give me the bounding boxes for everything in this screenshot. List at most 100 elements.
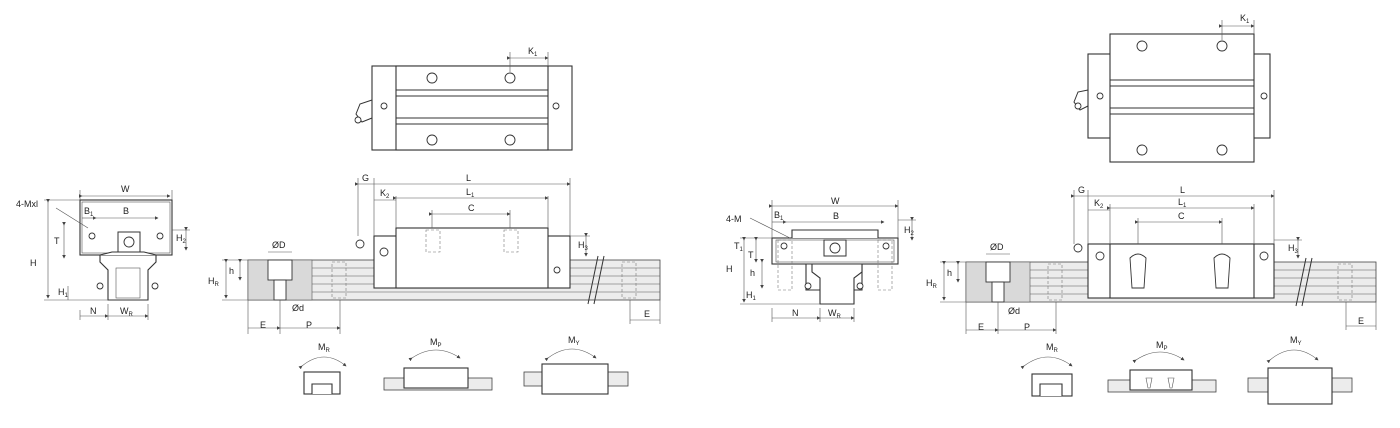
r-moment-mr-sub: R — [1054, 348, 1059, 354]
dim-b1-sub: 1 — [90, 212, 94, 218]
dim-k1: K1 — [528, 46, 538, 58]
dim-l1: L1 — [466, 187, 475, 199]
r-dim-t1: T1 — [734, 241, 744, 253]
left-moment-icons: MR MP MY — [298, 335, 629, 395]
dim-h3-sub: 3 — [585, 246, 589, 252]
dim-wr-main: W — [120, 306, 129, 316]
right-side-view: G L K2 L1 C H3 ØD h HR Ød E P E — [926, 185, 1377, 334]
right-top-view: K1 — [1073, 13, 1271, 163]
r-moment-mp: MP — [1156, 340, 1168, 352]
r-dim-h3: H3 — [1288, 243, 1299, 255]
r-dim-k1-main: K — [1240, 13, 1246, 23]
r-moment-mp-main: M — [1156, 340, 1164, 350]
r-moment-my: MY — [1290, 335, 1302, 347]
r-dim-c: C — [1178, 211, 1185, 221]
r-moment-mr-main: M — [1046, 342, 1054, 352]
right-moment-icons: MR MP MY — [1020, 335, 1353, 405]
moment-my-sub: Y — [576, 341, 580, 347]
r-dim-k1: K1 — [1240, 13, 1250, 25]
r-dim-wr-sub: R — [837, 314, 842, 320]
dim-k1-main: K — [528, 46, 534, 56]
r-dim-h1-sub: 1 — [753, 296, 757, 302]
left-top-view: K1 — [354, 46, 573, 151]
r-dim-h3-main: H — [1288, 243, 1295, 253]
right-front-view: W B1 B 4-M T1 T h H H1 H2 N WR — [726, 196, 916, 322]
moment-mp: MP — [430, 337, 442, 349]
r-dim-l1-sub: 1 — [1183, 203, 1187, 209]
moment-mr: MR — [318, 342, 331, 354]
r-dim-hr-main: H — [926, 278, 933, 288]
dim-hr-sub: R — [215, 282, 220, 288]
dim-l1-sub: 1 — [471, 193, 475, 199]
left-side-view: G L K2 L1 C H3 ØD h HR Ød E P E — [208, 173, 661, 334]
dim-b1: B1 — [84, 206, 94, 218]
r-dim-n: N — [792, 308, 799, 318]
dim-od-small: Ød — [292, 303, 304, 313]
r-dim-l1: L1 — [1178, 197, 1187, 209]
dim-h1: H1 — [58, 287, 69, 299]
moment-my-main: M — [568, 335, 576, 345]
r-dim-b1: B1 — [774, 210, 784, 222]
r-dim-k2: K2 — [1094, 198, 1104, 210]
dim-h1-sub: 1 — [65, 293, 69, 299]
dim-g: G — [362, 173, 369, 183]
dim-h2-sub: 2 — [183, 239, 187, 245]
dim-e: E — [260, 320, 266, 330]
dim-wr: WR — [120, 306, 134, 318]
r-dim-wr-main: W — [828, 308, 837, 318]
r-dim-h2: H2 — [904, 225, 915, 237]
r-dim-w: W — [831, 196, 840, 206]
dim-b1-main: B — [84, 206, 90, 216]
r-dim-hr: HR — [926, 278, 938, 290]
dim-k2: K2 — [380, 188, 390, 200]
r-dim-t: T — [748, 250, 754, 260]
dim-h-rail: h — [229, 266, 234, 276]
dim-b: B — [123, 206, 129, 216]
dim-hr-main: H — [208, 276, 215, 286]
moment-mp-sub: P — [438, 343, 442, 349]
dim-h: H — [30, 258, 37, 268]
left-front-view: W B1 B 4-Mxl T H H1 H2 N WR — [16, 184, 190, 320]
dim-l: L — [466, 173, 471, 183]
dim-l1-main: L — [466, 187, 471, 197]
dim-h3: H3 — [578, 240, 589, 252]
dim-h2: H2 — [176, 233, 187, 245]
mount-thread-label: 4-Mxl — [16, 199, 38, 209]
left-drawing-set: W B1 B 4-Mxl T H H1 H2 N WR — [16, 46, 661, 395]
r-moment-mr: MR — [1046, 342, 1059, 354]
r-dim-hr-sub: R — [933, 284, 938, 290]
dim-k2-main: K — [380, 188, 386, 198]
dim-c: C — [468, 203, 475, 213]
r-dim-b: B — [833, 211, 839, 221]
r-dim-h-rail: h — [947, 268, 952, 278]
r-dim-b1-sub: 1 — [780, 216, 784, 222]
dim-p: P — [306, 320, 312, 330]
moment-mp-main: M — [430, 337, 438, 347]
r-dim-l: L — [1180, 185, 1185, 195]
dim-h1-main: H — [58, 287, 65, 297]
r-moment-mp-sub: P — [1164, 346, 1168, 352]
moment-mr-sub: R — [326, 348, 331, 354]
r-dim-h2-sub: 2 — [911, 231, 915, 237]
r-moment-my-sub: Y — [1298, 341, 1302, 347]
r-dim-od-small: Ød — [1008, 306, 1020, 316]
r-mount-thread-label: 4-M — [726, 214, 742, 224]
dim-od: ØD — [272, 240, 286, 250]
r-dim-t1-main: T — [734, 241, 740, 251]
r-dim-l1-main: L — [1178, 197, 1183, 207]
moment-my: MY — [568, 335, 580, 347]
dim-k1-sub: 1 — [534, 52, 538, 58]
dim-t: T — [54, 236, 60, 246]
dim-hr: HR — [208, 276, 220, 288]
r-dim-k2-sub: 2 — [1100, 204, 1104, 210]
r-dim-wr: WR — [828, 308, 842, 320]
r-dim-od: ØD — [990, 242, 1004, 252]
r-dim-h3-sub: 3 — [1295, 249, 1299, 255]
dim-h3-main: H — [578, 240, 585, 250]
right-drawing-set: W B1 B 4-M T1 T h H H1 H2 N WR — [726, 13, 1377, 405]
r-dim-p: P — [1024, 322, 1030, 332]
r-dim-t1-sub: 1 — [740, 247, 744, 253]
r-dim-h2-main: H — [904, 225, 911, 235]
dim-w: W — [121, 184, 130, 194]
